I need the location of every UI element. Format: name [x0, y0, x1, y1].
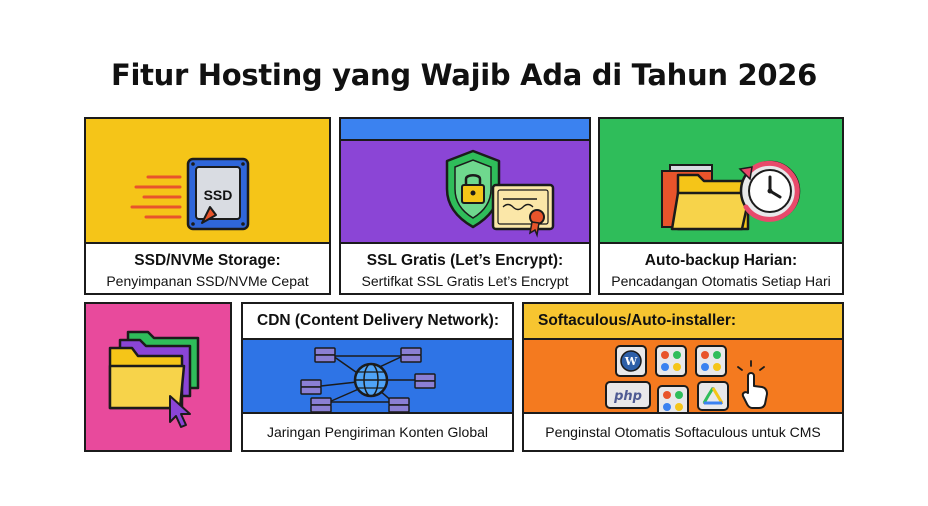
click-hand-icon	[737, 360, 768, 409]
joomla-icon	[655, 345, 687, 377]
card-art-ssd: SSD	[86, 119, 329, 244]
wordpress-icon: W	[615, 345, 647, 377]
svg-text:W: W	[624, 355, 638, 368]
ssd-drive-icon	[130, 157, 250, 231]
certificate-icon	[491, 183, 555, 238]
feature-card-softaculous: Softaculous/Auto-installer: W php	[522, 302, 844, 452]
feature-card-ssd: SSD SSD/NVMe Storage: Penyimpanan SSD/NV…	[84, 117, 331, 295]
card-art-ssl	[341, 119, 589, 244]
card-subtitle-ssl: Sertifkat SSL Gratis Let’s Encrypt	[361, 273, 569, 289]
feature-card-cdn: CDN (Content Delivery Network):	[241, 302, 514, 452]
svg-text:php: php	[613, 389, 642, 404]
softaculous-apps-icon: W php	[605, 345, 768, 414]
joomla-icon	[695, 345, 727, 377]
ssd-badge-text: SSD	[204, 187, 233, 203]
card-subtitle-backup: Pencadangan Otomatis Setiap Hari	[611, 273, 831, 289]
feature-card-file-manager	[84, 302, 232, 452]
card-art-backup	[600, 119, 842, 244]
card-title-cdn: CDN (Content Delivery Network):	[243, 304, 512, 340]
backup-folder-clock-icon	[661, 160, 801, 231]
feature-card-backup: Auto-backup Harian: Pencadangan Otomatis…	[598, 117, 844, 295]
card-title-ssd: SSD/NVMe Storage:	[134, 252, 281, 269]
file-manager-folders-icon	[108, 330, 200, 410]
cursor-icon	[169, 395, 191, 428]
card-subtitle-cdn: Jaringan Pengiriman Konten Global	[243, 412, 512, 450]
ssl-shield-lock-icon	[445, 149, 501, 229]
card-subtitle-ssd: Penyimpanan SSD/NVMe Cepat	[106, 273, 309, 289]
php-icon: php	[605, 381, 651, 409]
joomla-icon	[657, 385, 689, 414]
feature-card-ssl: SSL Gratis (Let’s Encrypt): Sertifkat SS…	[339, 117, 591, 295]
card-subtitle-softaculous: Penginstal Otomatis Softaculous untuk CM…	[524, 412, 842, 450]
page-title: Fitur Hosting yang Wajib Ada di Tahun 20…	[110, 58, 818, 92]
cdn-network-globe-icon	[300, 347, 436, 413]
card-title-softaculous: Softaculous/Auto-installer:	[524, 304, 842, 340]
google-drive-icon	[697, 381, 729, 411]
card-title-backup: Auto-backup Harian:	[644, 252, 798, 269]
card-title-ssl: SSL Gratis (Let’s Encrypt):	[366, 252, 564, 269]
